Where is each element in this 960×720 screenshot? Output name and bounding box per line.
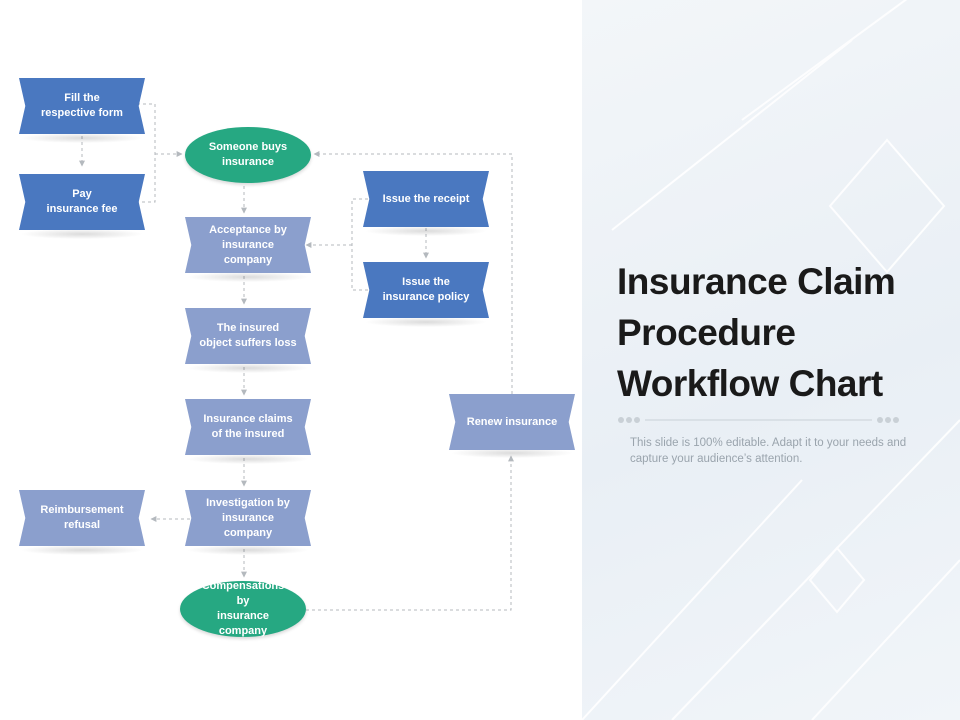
node-shadow	[188, 454, 308, 464]
node-shadow	[22, 133, 142, 143]
node-label: Pay insurance fee	[46, 188, 118, 215]
node-label: The insured object suffers loss	[199, 322, 297, 349]
node-label: Acceptance by insurance company	[209, 223, 287, 266]
node-compensations: Compensations by insurance company	[180, 580, 306, 637]
node-shadow	[452, 448, 572, 458]
decorative-lines	[582, 0, 960, 720]
title-divider	[618, 417, 899, 423]
node-shadow	[366, 317, 486, 327]
node-shadow	[22, 229, 142, 239]
node-issue-policy: Issue the insurance policy	[363, 262, 489, 318]
node-renew: Renew insurance	[449, 394, 575, 450]
node-pay-fee: Pay insurance fee	[19, 174, 145, 230]
node-someone-buys: Someone buys insurance	[185, 127, 311, 183]
slide-title: Insurance Claim Procedure Workflow Chart	[617, 261, 896, 404]
node-label: Fill the respective form	[41, 92, 123, 119]
node-claims: Insurance claims of the insured	[185, 399, 311, 455]
title-panel-background	[582, 0, 960, 720]
node-label: Issue the receipt	[382, 192, 470, 205]
node-label: Insurance claims of the insured	[203, 413, 293, 440]
node-investigation: Investigation by insurance company	[185, 490, 311, 546]
node-label: Renew insurance	[466, 415, 558, 428]
node-label: Investigation by insurance company	[206, 496, 290, 539]
slide-subtitle: This slide is 100% editable. Adapt it to…	[630, 437, 907, 465]
node-shadow	[22, 545, 142, 555]
node-shadow	[188, 363, 308, 373]
node-reimbursement: Reimbursement refusal	[19, 490, 145, 546]
node-suffers-loss: The insured object suffers loss	[185, 308, 311, 364]
node-label: Reimbursement refusal	[40, 504, 124, 531]
node-label: Compensations by insurance company	[201, 580, 285, 637]
node-issue-receipt: Issue the receipt	[363, 171, 489, 227]
node-label: Someone buys insurance	[208, 141, 288, 168]
node-shadow	[188, 545, 308, 555]
node-shadow	[366, 226, 486, 236]
node-label: Issue the insurance policy	[382, 276, 470, 303]
node-shadow	[188, 272, 308, 282]
node-acceptance: Acceptance by insurance company	[185, 217, 311, 273]
node-fill-form: Fill the respective form	[19, 78, 145, 134]
